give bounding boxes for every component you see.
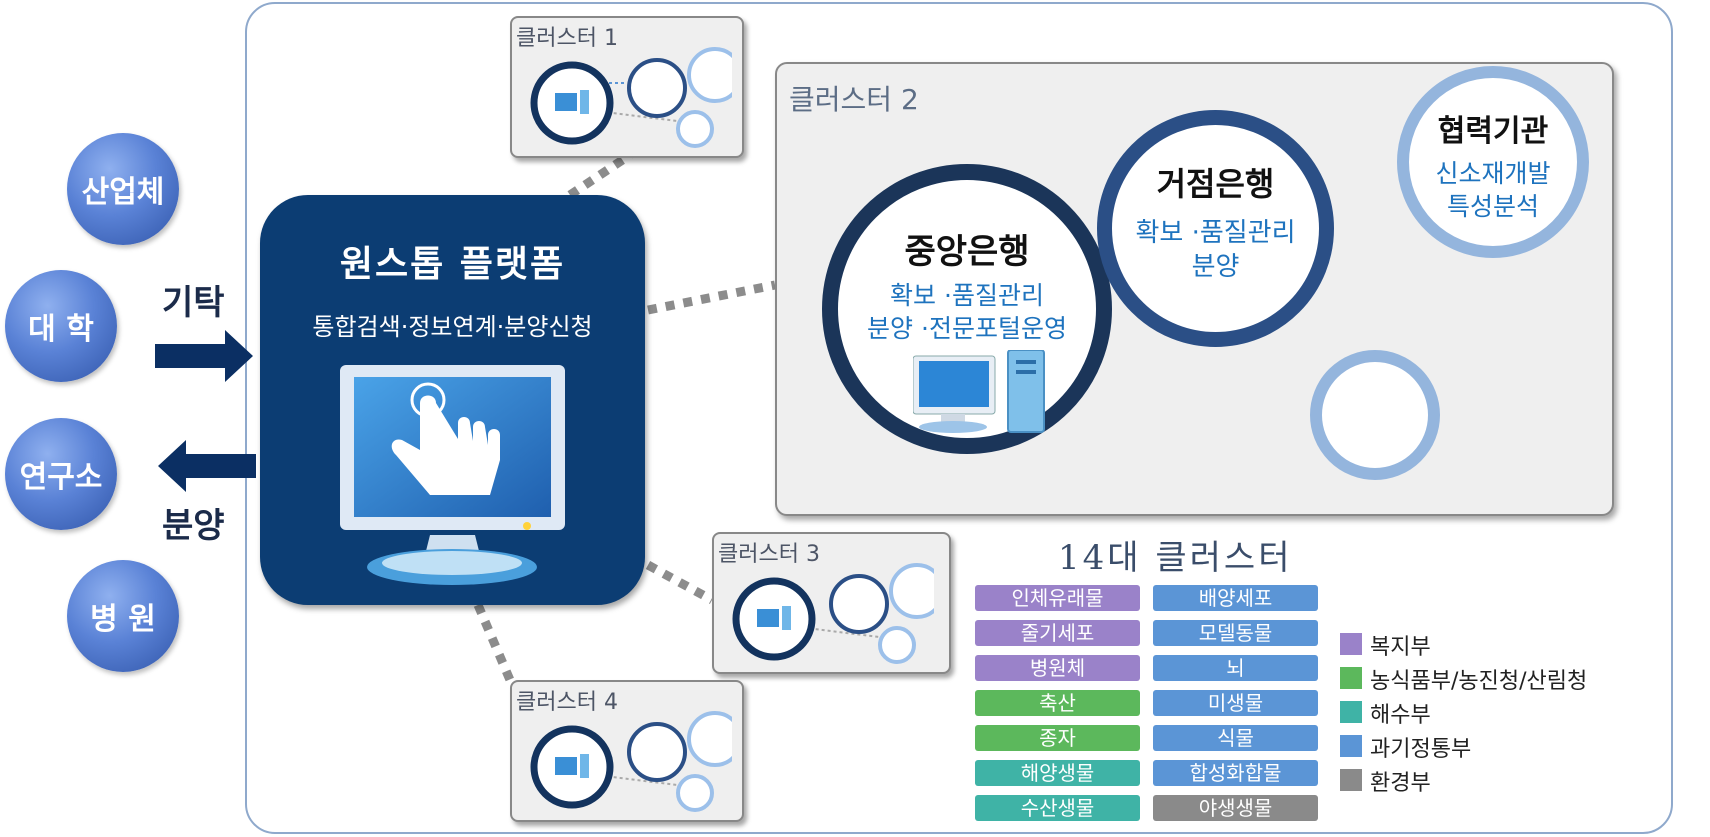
cluster-4-title: 클러스터 4	[516, 690, 618, 715]
arrow-right-icon	[155, 330, 253, 382]
cluster-tag: 야생생물	[1153, 795, 1318, 821]
cluster-tag: 뇌	[1153, 655, 1318, 681]
one-stop-platform: 원스톱 플랫폼 통합검색·정보연계·분양신청	[260, 195, 645, 605]
university-label: 대 학	[28, 312, 94, 347]
partner-desc-1: 신소재개발	[1435, 159, 1551, 188]
ministry-color-swatch	[1340, 667, 1362, 689]
cluster-tag: 배양세포	[1153, 585, 1318, 611]
deposit-label: 기탁	[162, 283, 225, 323]
cluster-2-title: 클러스터 2	[789, 83, 919, 116]
hospital-label: 병 원	[90, 602, 156, 637]
cluster-tag: 합성화합물	[1153, 760, 1318, 786]
platform-subtitle: 통합검색·정보연계·분양신청	[312, 313, 593, 341]
central-bank-node: 중앙은행 확보 ·품질관리 분양 ·전문포털운영	[822, 164, 1112, 454]
partner-desc-2: 특성분석	[1446, 191, 1539, 221]
partner-node: 협력기관 신소재개발 특성분석	[1397, 66, 1589, 258]
cluster-3-box: 클러스터 3	[712, 532, 951, 674]
ministry-label: 과기정통부	[1370, 737, 1472, 762]
institute-node: 연구소	[5, 418, 117, 530]
cluster-network-icon	[530, 47, 732, 148]
cluster-tag: 축산	[975, 690, 1140, 716]
central-bank-desc-1: 확보 ·품질관리	[890, 281, 1044, 310]
cluster-tag: 미생물	[1153, 690, 1318, 716]
central-bank-name: 중앙은행	[904, 232, 1030, 272]
ministry-color-swatch	[1340, 701, 1362, 723]
ministry-color-swatch	[1340, 633, 1362, 655]
central-bank-desc-2: 분양 ·전문포털운영	[867, 313, 1067, 343]
industry-label: 산업체	[81, 175, 165, 210]
hub-bank-node: 거점은행 확보 ·품질관리 분양	[1097, 110, 1334, 347]
ministry-label: 해수부	[1370, 703, 1431, 728]
ministry-label: 복지부	[1370, 635, 1431, 660]
legend-title: 14대 클러스터	[1058, 538, 1293, 578]
hub-bank-desc-2: 분양	[1191, 251, 1240, 282]
cluster-tag: 식물	[1153, 725, 1318, 751]
cluster-tag: 종자	[975, 725, 1140, 751]
touch-monitor-icon	[340, 365, 565, 585]
ministry-color-swatch	[1340, 735, 1362, 757]
cluster-3-title: 클러스터 3	[718, 542, 820, 567]
cluster-tag: 수산생물	[975, 795, 1140, 821]
cluster-1-box: 클러스터 1	[510, 16, 744, 158]
cluster-tag: 병원체	[975, 655, 1140, 681]
ministry-color-swatch	[1340, 769, 1362, 791]
university-node: 대 학	[5, 270, 117, 382]
hospital-node: 병 원	[67, 560, 179, 672]
cluster-tag: 인체유래물	[975, 585, 1140, 611]
cluster-1-title: 클러스터 1	[516, 26, 618, 51]
cluster-2-box: 클러스터 2 중앙은행 확보 ·품질관리 분양 ·전문포털운영 거점은행 확보 …	[775, 62, 1614, 516]
platform-title: 원스톱 플랫폼	[339, 244, 566, 285]
hub-bank-desc-1: 확보 ·품질관리	[1135, 218, 1296, 248]
industry-node: 산업체	[67, 133, 179, 245]
distribute-label: 분양	[162, 506, 225, 546]
computer-icon	[913, 350, 1045, 433]
cluster-network-icon	[732, 563, 934, 664]
empty-node	[1310, 350, 1440, 480]
ministry-label: 환경부	[1370, 771, 1431, 796]
cluster-4-box: 클러스터 4	[510, 680, 744, 822]
partner-name: 협력기관	[1437, 114, 1549, 149]
arrow-left-icon	[158, 440, 256, 492]
cluster-tag: 해양생물	[975, 760, 1140, 786]
hub-bank-name: 거점은행	[1156, 165, 1275, 203]
cluster-tag: 모델동물	[1153, 620, 1318, 646]
cluster-network-icon	[530, 711, 732, 812]
ministry-label: 농식품부/농진청/산림청	[1370, 669, 1588, 694]
cluster-tag: 줄기세포	[975, 620, 1140, 646]
institute-label: 연구소	[19, 460, 103, 495]
